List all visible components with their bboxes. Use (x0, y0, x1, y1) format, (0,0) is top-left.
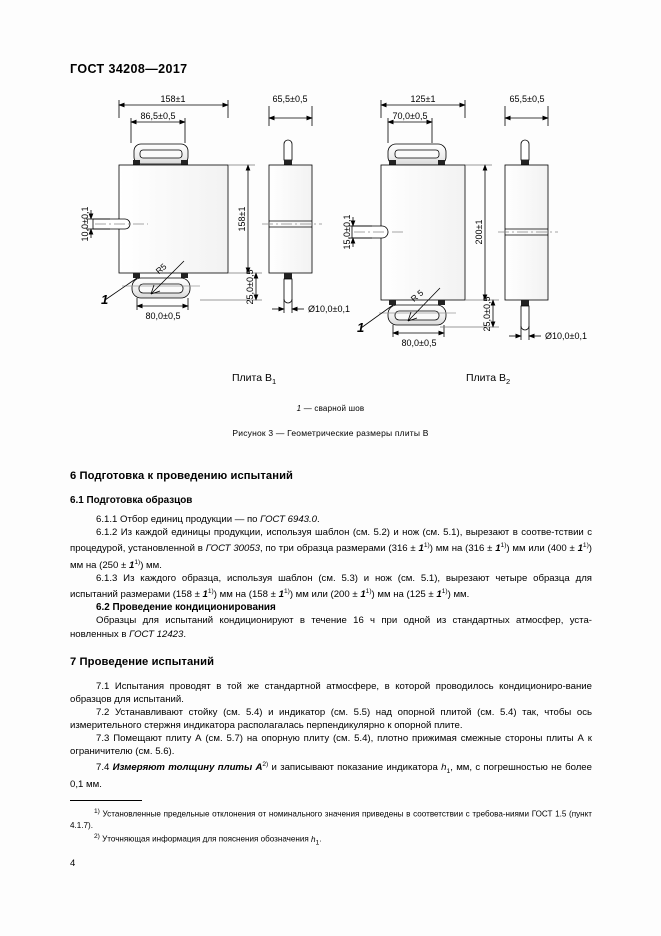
p62-text-a: Образцы для испытаний кондиционируют в т… (70, 615, 592, 640)
dim-right-height-stem: 25,0±0,5 (482, 297, 492, 332)
dim-left-handle-base: 80,0±0,5 (146, 311, 181, 321)
p613-text-a: 6.1.3 Из каждого образца, используя шабл… (70, 572, 592, 601)
p612-tol-2: 1 (495, 543, 501, 555)
paragraph-7-3: 7.3 Помещают плиту А (см. 5.7) на опорну… (70, 733, 592, 758)
dim-right-width-handle: 70,0±0,5 (393, 111, 428, 121)
p74-text-b: и записывают показание индикатора (268, 762, 442, 774)
p74-variable: h1 (441, 762, 451, 776)
weld-legend: 1 — сварной шов (0, 404, 661, 413)
dim-right-thickness: 15,0±0,1 (342, 215, 352, 250)
plate-b1-subscript: 1 (272, 377, 277, 387)
dim-left-height-stem: 25,0±0,5 (245, 270, 255, 305)
p613-text-c: ) мм или (200 ± (289, 589, 361, 601)
page-header: ГОСТ 34208—2017 (70, 62, 188, 76)
p612-text-f: ) мм. (140, 559, 162, 571)
paragraph-7-2: 7.2 Устанавливают стойку (см. 5.4) и инд… (70, 706, 592, 731)
p612-text-c: ) мм на (316 ± (429, 543, 496, 555)
footnote-1: 1) Установленные предельные отклонения о… (70, 806, 592, 831)
weld-leader-right: 1 (357, 320, 364, 335)
paragraph-6-1-2: 6.1.2 Из каждой единицы продукции, испол… (70, 526, 592, 572)
dim-left-rod-diameter: Ø10,0±0,1 (308, 304, 350, 314)
figure-3-svg: 158±1 86,5±0,5 10,0±0,1 R5 80,0±0,5 158±… (80, 94, 587, 348)
plate-b1-caption: Плита В1 (232, 372, 276, 386)
dim-right-height-total: 200±1 (474, 220, 484, 245)
footnote-2: 2) Уточняющая информация для пояснения о… (70, 831, 592, 849)
p613-text-d: ) мм на (125 ± (371, 589, 437, 601)
footnote-1-text: Установленные предельные отклонения от н… (70, 809, 592, 830)
footnote-2-marker: 2) (94, 833, 100, 841)
dim-left-side-width: 65,5±0,5 (273, 94, 308, 104)
section-6-2-heading: 6.2 Проведение кондиционирования (96, 602, 276, 614)
p62-standard-ref: ГОСТ 12423 (129, 628, 184, 640)
p613-tol-2: 1 (278, 589, 284, 601)
plate-b2-subscript: 2 (506, 377, 511, 387)
p74-num: 7.4 (96, 762, 113, 774)
paragraph-7-1: 7.1 Испытания проводят в той же стандарт… (70, 680, 592, 705)
paragraph-7-4: 7.4 Измеряют толщину плиты А2) и записыв… (70, 758, 592, 791)
footnote-2-var-letter: h (311, 834, 316, 844)
p613-fn-3: 1) (365, 588, 372, 596)
paragraph-6-1-3: 6.1.3 Из каждого образца, используя шабл… (70, 572, 592, 601)
p74-var-letter: h (441, 762, 447, 774)
plate-b2-label: Плита В (466, 372, 506, 384)
footnote-2-variable: h1 (311, 834, 320, 847)
p613-fn-4: 1) (441, 588, 448, 596)
p613-tol-4: 1 (436, 589, 442, 601)
p613-text-b: ) мм на (158 ± (213, 589, 279, 601)
p613-fn-2: 1) (283, 588, 290, 596)
footnote-1-marker: 1) (94, 808, 100, 815)
p612-fn-3: 1) (582, 542, 589, 550)
p613-tol-1: 1 (202, 589, 208, 601)
p613-fn-1: 1) (207, 588, 214, 596)
dim-left-width-total: 158±1 (161, 94, 186, 104)
p74-fn-marker: 2) (262, 761, 269, 769)
p74-text-c: , мм, с погрешностью не более 0,1 мм. (70, 762, 592, 791)
dim-left-width-handle: 86,5±0,5 (141, 111, 176, 121)
p74-var-sub: 1 (446, 768, 451, 776)
dim-left-height-total: 158±1 (237, 207, 247, 232)
p612-text-b: , по три образца размерами (316 ± (260, 543, 419, 555)
footnote-2-text: Уточняющая информация для пояснения обоз… (99, 834, 312, 844)
plate-b1-label: Плита В (232, 372, 272, 384)
figure-3-drawings: 158±1 86,5±0,5 10,0±0,1 R5 80,0±0,5 158±… (0, 88, 661, 388)
section-6-heading: 6 Подготовка к проведению испытаний (70, 470, 294, 482)
p612-tol-1: 1 (418, 543, 424, 555)
p62-text-b: . (183, 628, 187, 640)
figure-caption: Рисунок 3 — Геометрические размеры плиты… (232, 428, 429, 438)
weld-legend-text: — сварной шов (301, 404, 365, 413)
paragraph-6-2: Образцы для испытаний кондиционируют в т… (70, 614, 592, 640)
p611-tail: . (317, 514, 320, 526)
p611-standard-ref: ГОСТ 6943.0 (260, 514, 318, 526)
dim-left-thickness: 10,0±0,1 (80, 207, 90, 242)
footnote-2-tail: . (319, 834, 322, 844)
footnote-separator (70, 800, 142, 801)
weld-legend-num: 1 (296, 404, 302, 413)
p613-text-e: ) мм. (447, 589, 470, 601)
p74-bold-text: Измеряют толщину плиты А (112, 762, 263, 774)
p612-standard-ref: ГОСТ 30053 (205, 543, 261, 555)
p612-fn-2: 1) (500, 542, 507, 550)
footnotes-block: 1) Установленные предельные отклонения о… (70, 806, 592, 849)
dim-right-rod-diameter: Ø10,0±0,1 (545, 331, 587, 341)
p612-fn-4: 1) (134, 558, 141, 566)
page-number: 4 (70, 858, 76, 869)
p612-fn-1: 1) (423, 542, 430, 550)
p613-tol-3: 1 (360, 589, 366, 601)
paragraph-6-1-1: 6.1.1 Отбор единиц продукции — по ГОСТ 6… (70, 513, 592, 526)
section-7-heading: 7 Проведение испытаний (70, 655, 215, 668)
dim-right-handle-base: 80,0±0,5 (402, 338, 437, 348)
weld-leader-left: 1 (101, 292, 108, 307)
footnote-2-var-sub: 1 (315, 839, 320, 847)
p612-text-d: ) мм или (400 ± (506, 543, 578, 555)
p612-tol-3: 1 (577, 543, 583, 555)
p611-text: 6.1.1 Отбор единиц продукции — по (96, 514, 261, 526)
plate-b2-caption: Плита В2 (466, 372, 510, 386)
p612-text-e: ) мм на (250 ± (70, 543, 592, 571)
dim-right-side-width: 65,5±0,5 (510, 94, 545, 104)
p612-text-a: 6.1.2 Из каждой единицы продукции, испол… (70, 527, 592, 555)
dim-right-width-total: 125±1 (411, 94, 436, 104)
document-body: 6 Подготовка к проведению испытаний 6.1 … (70, 470, 592, 792)
section-6-1-heading: 6.1 Подготовка образцов (70, 495, 193, 507)
p612-tol-4: 1 (128, 559, 135, 571)
